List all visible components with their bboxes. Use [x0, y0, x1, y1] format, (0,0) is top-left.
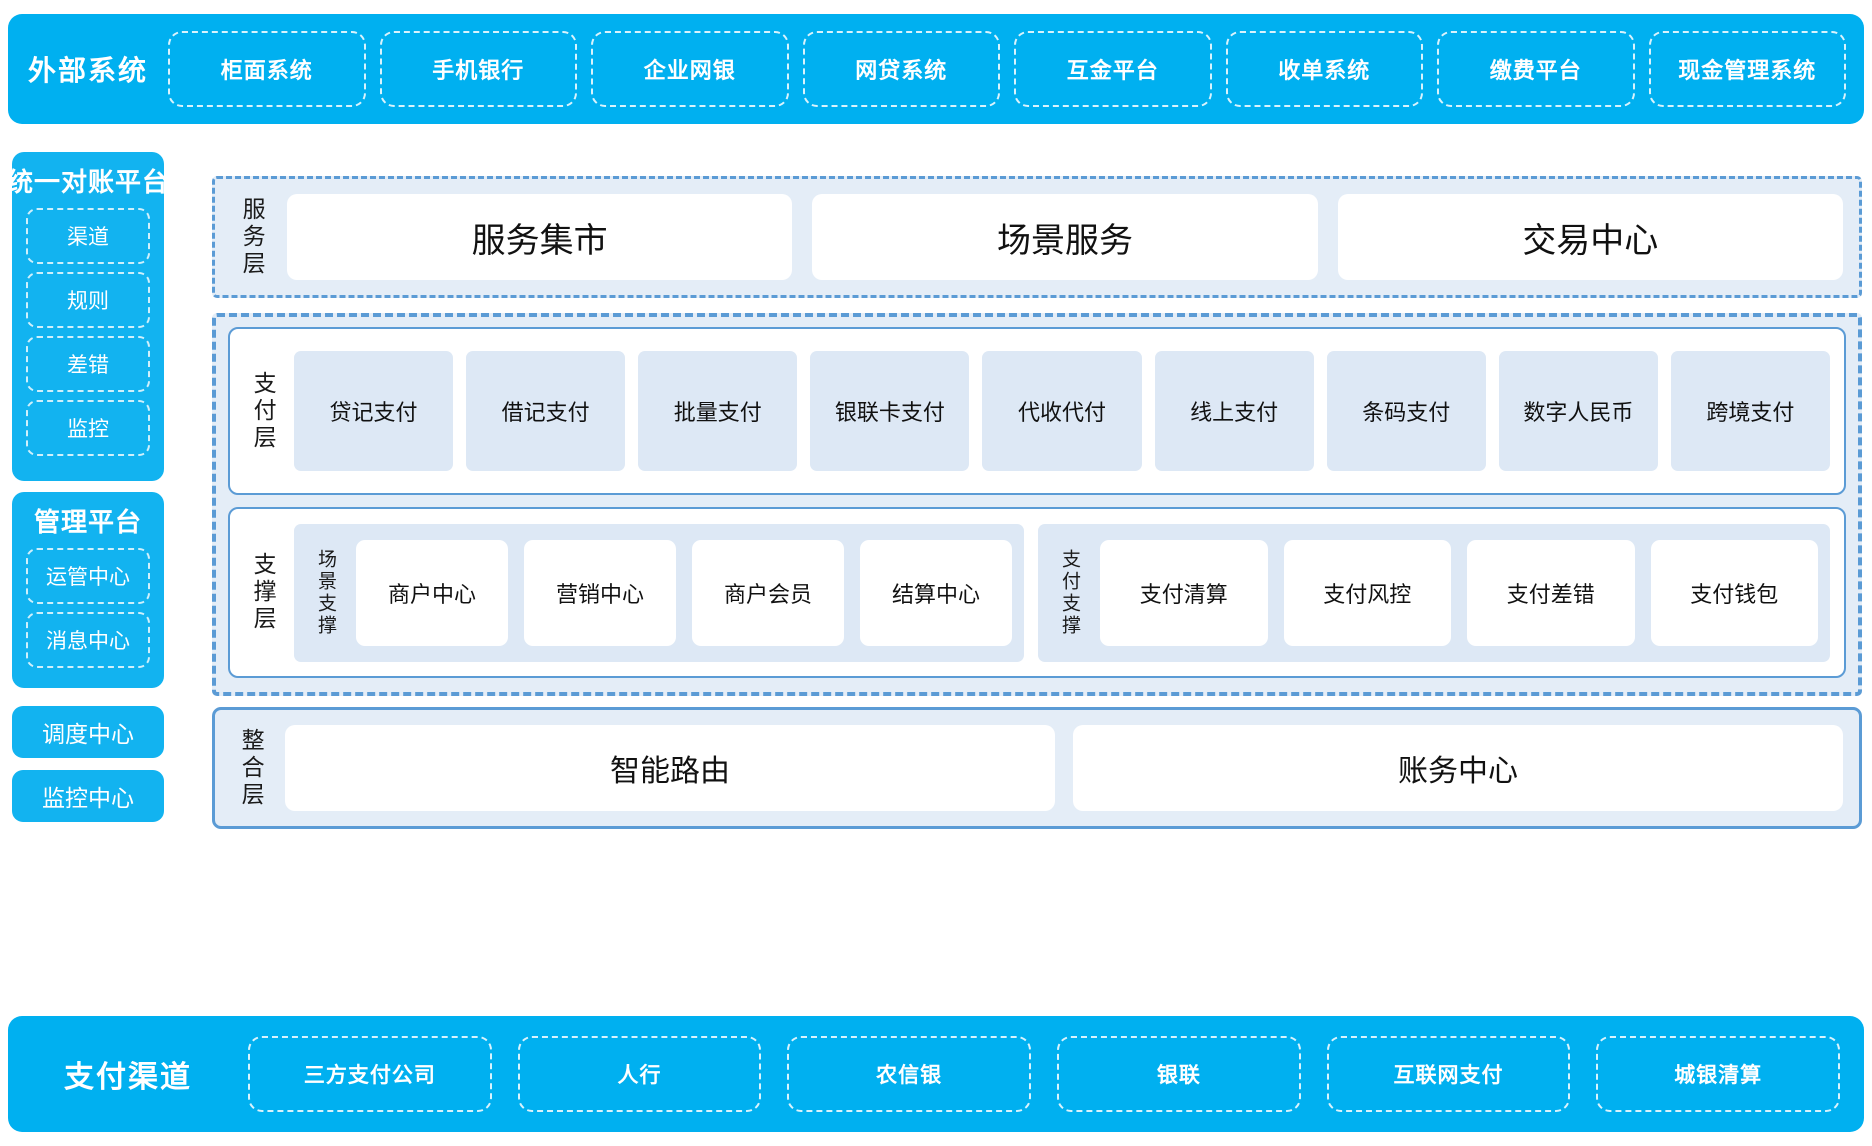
- sidebar-item-error[interactable]: 差错: [26, 336, 150, 392]
- sidebar-item-rule[interactable]: 规则: [26, 272, 150, 328]
- channel-item-internet-payment[interactable]: 互联网支付: [1326, 1036, 1571, 1112]
- external-system-item[interactable]: 现金管理系统: [1648, 31, 1846, 107]
- support-tile-payment-risk-control[interactable]: 支付风控: [1283, 539, 1451, 646]
- sidebar-item-monitor[interactable]: 监控: [26, 400, 150, 456]
- sidebar-item-monitoring-center[interactable]: 监控中心: [12, 770, 164, 822]
- payment-tile-credit[interactable]: 贷记支付: [294, 351, 454, 471]
- external-system-item[interactable]: 缴费平台: [1437, 31, 1635, 107]
- channel-item-rural-credit[interactable]: 农信银: [787, 1036, 1032, 1112]
- service-tile-market[interactable]: 服务集市: [287, 194, 793, 280]
- support-tile-payment-clearing[interactable]: 支付清算: [1100, 539, 1268, 646]
- support-layer-groups: 场景支撑 商户中心 营销中心 商户会员 结算中心 支付支撑 支付清算 支付风控 …: [294, 523, 1830, 662]
- external-systems-list: 柜面系统 手机银行 企业网银 网贷系统 互金平台 收单系统 缴费平台 现金管理系…: [168, 14, 1864, 124]
- payment-tile-digital-rmb[interactable]: 数字人民币: [1498, 351, 1658, 471]
- payment-channels-list: 三方支付公司 人行 农信银 银联 互联网支付 城银清算: [248, 1016, 1864, 1132]
- support-tile-payment-error[interactable]: 支付差错: [1467, 539, 1635, 646]
- service-tile-scenario[interactable]: 场景服务: [812, 194, 1318, 280]
- service-layer-label: 服务层: [239, 196, 266, 278]
- external-system-item[interactable]: 互金平台: [1014, 31, 1212, 107]
- payment-channels-title: 支付渠道: [64, 1061, 192, 1094]
- payment-tile-cross-border[interactable]: 跨境支付: [1670, 351, 1830, 471]
- external-system-item[interactable]: 企业网银: [591, 31, 789, 107]
- channel-item-third-party[interactable]: 三方支付公司: [248, 1036, 492, 1112]
- payment-tile-debit[interactable]: 借记支付: [466, 351, 626, 471]
- external-system-item[interactable]: 网贷系统: [802, 31, 1000, 107]
- support-tile-marketing-center[interactable]: 营销中心: [524, 539, 676, 646]
- service-tile-transaction-center[interactable]: 交易中心: [1337, 194, 1843, 280]
- integration-layer-label: 整合层: [238, 727, 265, 809]
- payment-support-label: 支付支撑: [1058, 548, 1080, 637]
- integration-tile-smart-routing[interactable]: 智能路由: [285, 725, 1055, 811]
- management-platform-card: 管理平台 运管中心 消息中心: [12, 492, 164, 688]
- management-platform-title: 管理平台: [33, 507, 142, 537]
- payment-tile-collection-payment[interactable]: 代收代付: [982, 351, 1142, 471]
- core-platform-container: 支付层 贷记支付 借记支付 批量支付 银联卡支付 代收代付 线上支付 条码支付 …: [212, 313, 1862, 696]
- channel-item-unionpay[interactable]: 银联: [1057, 1036, 1301, 1112]
- payment-tile-online[interactable]: 线上支付: [1154, 351, 1314, 471]
- external-system-item[interactable]: 柜面系统: [168, 31, 366, 107]
- reconciliation-platform-card: 统一对账平台 渠道 规则 差错 监控: [7, 152, 168, 481]
- sidebar-item-message-center[interactable]: 消息中心: [26, 612, 150, 668]
- support-tile-payment-wallet[interactable]: 支付钱包: [1650, 539, 1818, 646]
- service-layer: 服务层 服务集市 场景服务 交易中心: [212, 176, 1862, 298]
- payment-layer-label: 支付层: [250, 370, 277, 452]
- reconciliation-platform-title: 统一对账平台: [7, 167, 170, 197]
- external-system-item[interactable]: 收单系统: [1225, 31, 1423, 107]
- payment-support-group: 支付支撑 支付清算 支付风控 支付差错 支付钱包: [1038, 523, 1830, 662]
- sidebar-item-scheduling-center[interactable]: 调度中心: [12, 706, 164, 758]
- support-tile-merchant-member[interactable]: 商户会员: [692, 539, 844, 646]
- channel-item-city-bank-clearing[interactable]: 城银清算: [1596, 1036, 1841, 1112]
- integration-tile-accounting-center[interactable]: 账务中心: [1073, 725, 1843, 811]
- channel-item-pboc[interactable]: 人行: [517, 1036, 762, 1112]
- external-systems-bar: 外部系统 柜面系统 手机银行 企业网银 网贷系统 互金平台 收单系统 缴费平台 …: [8, 14, 1864, 124]
- external-system-item[interactable]: 手机银行: [379, 31, 577, 107]
- sidebar-item-operations-center[interactable]: 运管中心: [26, 548, 150, 604]
- payment-tile-unionpay-card[interactable]: 银联卡支付: [810, 351, 970, 471]
- payment-tile-batch[interactable]: 批量支付: [638, 351, 798, 471]
- payment-layer: 支付层 贷记支付 借记支付 批量支付 银联卡支付 代收代付 线上支付 条码支付 …: [228, 327, 1846, 495]
- payment-channels-bar: 支付渠道 三方支付公司 人行 农信银 银联 互联网支付 城银清算: [8, 1016, 1864, 1132]
- scene-support-label: 场景支撑: [314, 548, 336, 637]
- integration-layer-tiles: 智能路由 账务中心: [285, 725, 1843, 811]
- integration-layer: 整合层 智能路由 账务中心: [212, 707, 1862, 829]
- service-layer-tiles: 服务集市 场景服务 交易中心: [287, 194, 1843, 280]
- payment-tile-barcode[interactable]: 条码支付: [1326, 351, 1486, 471]
- scene-support-tiles: 商户中心 营销中心 商户会员 结算中心: [356, 539, 1012, 646]
- sidebar-item-channel[interactable]: 渠道: [26, 208, 150, 264]
- payment-layer-tiles: 贷记支付 借记支付 批量支付 银联卡支付 代收代付 线上支付 条码支付 数字人民…: [294, 351, 1830, 471]
- payment-support-tiles: 支付清算 支付风控 支付差错 支付钱包: [1100, 539, 1818, 646]
- support-layer-label: 支撑层: [250, 552, 277, 633]
- support-layer: 支撑层 场景支撑 商户中心 营销中心 商户会员 结算中心 支付支撑 支付清算: [228, 507, 1846, 678]
- external-systems-title: 外部系统: [27, 55, 148, 86]
- support-tile-merchant-center[interactable]: 商户中心: [356, 539, 508, 646]
- scene-support-group: 场景支撑 商户中心 营销中心 商户会员 结算中心: [294, 523, 1024, 662]
- support-tile-settlement-center[interactable]: 结算中心: [860, 539, 1012, 646]
